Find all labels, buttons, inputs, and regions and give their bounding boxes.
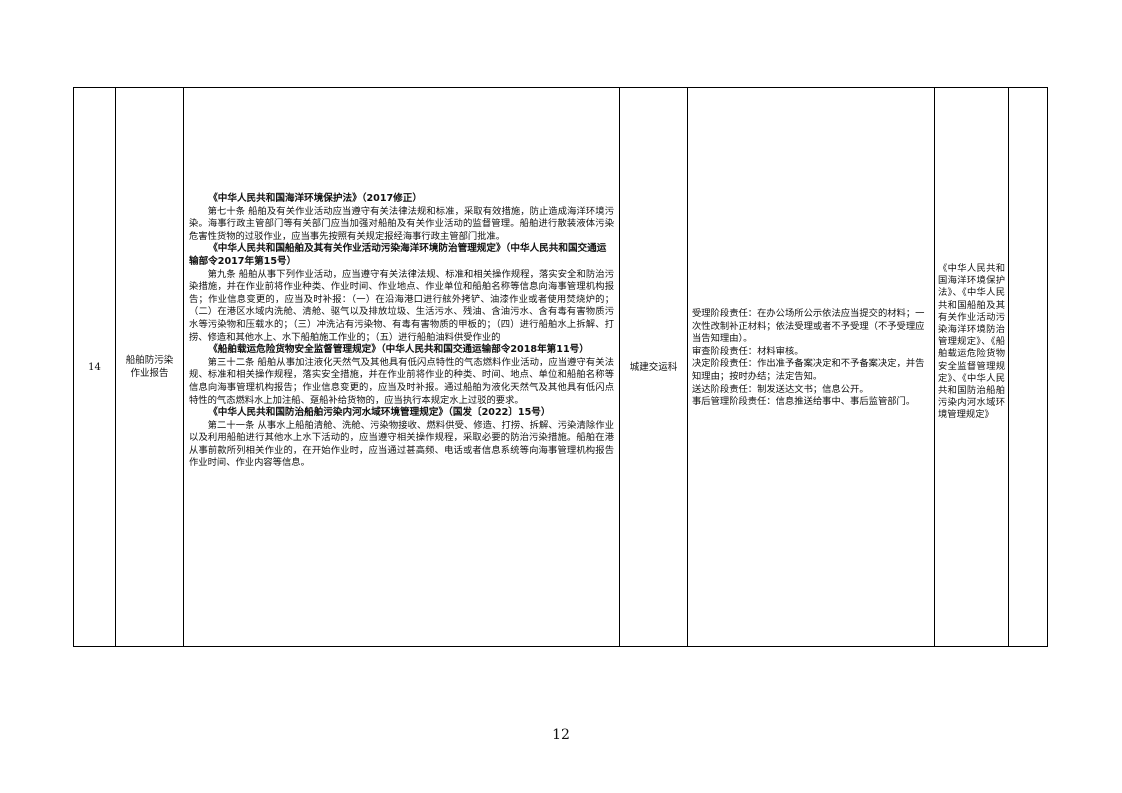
law-article: 第九条 船舶从事下列作业活动，应当遵守有关法律法规、标准和相关操作规程，落实安全… [189,268,614,343]
law-article: 第二十一条 从事水上船舶清舱、洗舱、污染物接收、燃料供受、修造、打捞、拆解、污染… [189,419,614,469]
column-divider [934,88,935,646]
column-divider [619,88,620,646]
column-divider [183,88,184,646]
law-article: 第三十二条 船舶从事加注液化天然气及其他具有低闪点特性的气态燃料作业活动，应当遵… [189,356,614,406]
column-divider [687,88,688,646]
law-title: 《中华人民共和国海洋环境保护法》（2017修正） [208,193,422,204]
responsibility-item: 审查阶段责任：材料审核。 [692,345,804,357]
basis-docs-cell: 《中华人民共和国海洋环境保护法》、《中华人民共和国船舶及其有关作业活动污染海洋环… [935,88,1008,646]
responsibility-item: 送达阶段责任：制发送达文书；信息公开。 [692,383,869,395]
row-number: 14 [88,361,101,373]
law-title: 《中华人民共和国防治船舶污染内河水域环境管理规定》（国发〔2022〕15号） [208,407,551,419]
responsibility-cell: 受理阶段责任：在办公场所公示依法应当提交的材料；一次性改制补正材料；依法受理或者… [688,88,934,646]
column-divider [1008,88,1009,646]
basis-docs-text: 《中华人民共和国海洋环境保护法》、《中华人民共和国船舶及其有关作业活动污染海洋环… [938,263,1005,421]
law-title: 《船舶载运危险货物安全监督管理规定》（中华人民共和国交通运输部令2018年第11… [208,344,589,356]
responsibility-item: 事后管理阶段责任：信息推送给事中、事后监管部门。 [692,396,916,408]
responsibility-text: 受理阶段责任：在办公场所公示依法应当提交的材料；一次性改制补正材料；依法受理或者… [688,308,934,409]
legal-basis-text: 《中华人民共和国海洋环境保护法》（2017修正）第七十条 船舶及有关作业活动应当… [184,193,619,470]
item-table: 14 船舶防污染作业报告 《中华人民共和国海洋环境保护法》（2017修正）第七十… [73,87,1048,647]
responsibility-item: 决定阶段责任：作出准予备案决定和不予备案决定，并告知理由；按时办结；法定告知。 [692,358,925,382]
law-title: 《中华人民共和国船舶及其有关作业活动污染海洋环境防治管理规定》（中华人民共和国交… [189,243,607,267]
law-article: 第七十条 船舶及有关作业活动应当遵守有关法律法规和标准，采取有效措施，防止造成海… [189,205,614,242]
department: 城建交运科 [629,361,678,373]
item-name: 船舶防污染作业报告 [125,355,174,379]
remarks-cell [1009,88,1049,646]
responsibility-item: 受理阶段责任：在办公场所公示依法应当提交的材料；一次性改制补正材料；依法受理或者… [692,308,925,345]
column-divider [115,88,116,646]
page-number: 12 [552,727,570,743]
legal-basis-cell: 《中华人民共和国海洋环境保护法》（2017修正）第七十条 船舶及有关作业活动应当… [184,88,619,646]
